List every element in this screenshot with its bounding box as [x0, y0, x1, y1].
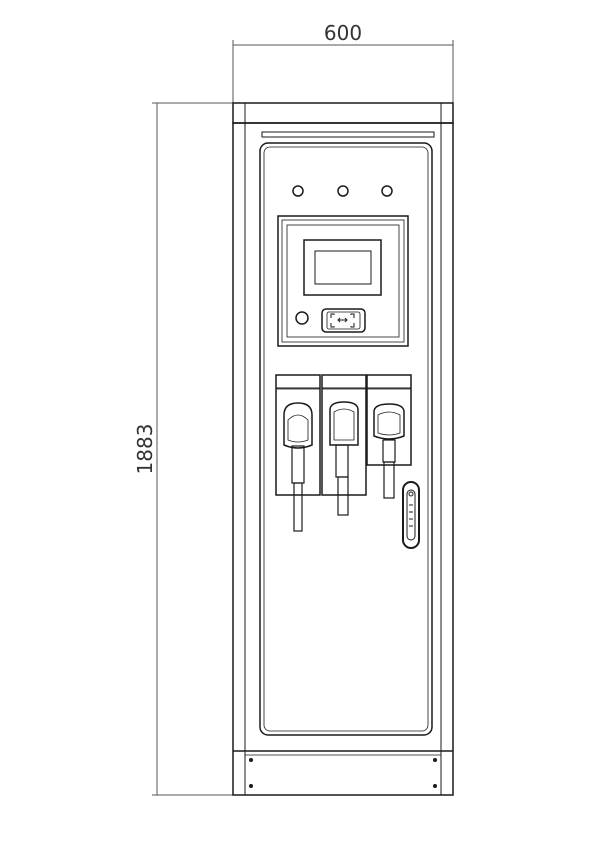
door-handle [402, 481, 420, 549]
control-panel [277, 215, 409, 347]
emergency-button [295, 311, 309, 325]
connector-holsters [275, 374, 412, 532]
door-panel [259, 142, 433, 736]
connector-middle [321, 374, 367, 516]
indicator-lights [292, 185, 393, 197]
indicator-light [381, 185, 393, 197]
cabinet-frame [232, 122, 454, 796]
connector-right [366, 374, 412, 499]
top-cap [232, 102, 454, 124]
width-dimension [232, 40, 454, 105]
height-dimension-label: 1883 [133, 424, 157, 475]
height-dimension [152, 102, 240, 796]
lock-icon [408, 491, 414, 497]
connector-left [275, 374, 321, 532]
card-reader [321, 308, 366, 333]
width-dimension-label: 600 [324, 21, 362, 45]
cabinet [232, 102, 454, 796]
indicator-light [292, 185, 304, 197]
top-rail [261, 131, 435, 138]
base-rivets [249, 758, 437, 788]
indicator-light [337, 185, 349, 197]
display-screen [303, 239, 382, 296]
